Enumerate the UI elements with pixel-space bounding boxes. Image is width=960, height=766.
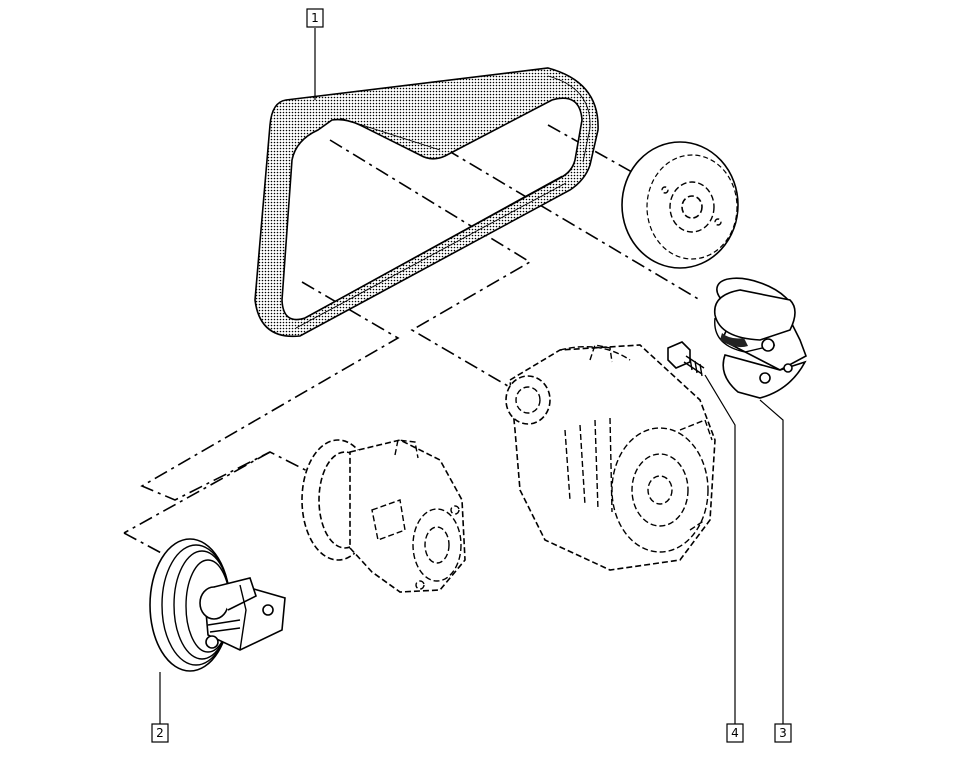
callout-3: 3 xyxy=(774,723,792,743)
callout-3-label: 3 xyxy=(779,726,787,740)
callout-2-label: 2 xyxy=(156,726,164,740)
callout-1: 1 xyxy=(306,8,324,28)
pump xyxy=(301,439,466,593)
callout-4: 4 xyxy=(726,723,744,743)
belt xyxy=(254,67,599,338)
tensioner-roller xyxy=(713,277,807,399)
callout-4-label: 4 xyxy=(731,726,739,740)
crankshaft-pulley xyxy=(149,538,286,672)
leader-lines xyxy=(159,28,784,724)
callout-1-label: 1 xyxy=(311,11,319,25)
idler-pulley xyxy=(621,141,739,269)
callout-2: 2 xyxy=(151,723,169,743)
alternator xyxy=(505,344,716,571)
bolt xyxy=(667,341,705,377)
